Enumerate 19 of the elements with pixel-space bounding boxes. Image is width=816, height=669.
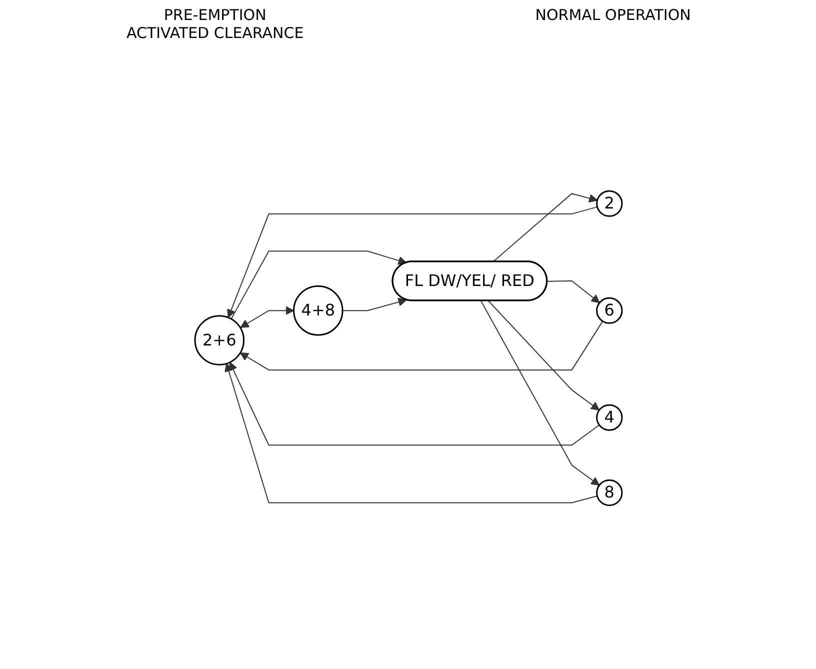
arrow [228, 362, 600, 446]
arrow [240, 306, 294, 328]
arrow [492, 192, 598, 262]
node-circle: 4+8 [292, 285, 343, 336]
arrow [546, 280, 600, 303]
arrow [230, 250, 406, 320]
note-text: NORMAL OPERATION [535, 6, 691, 26]
note-text: PRE-EMPTION ACTIVATED CLEARANCE [125, 6, 305, 42]
node-circle: 6 [596, 297, 622, 324]
node-circle: 2+6 [194, 314, 244, 366]
arrow [239, 320, 603, 370]
arrow [224, 363, 598, 504]
arrow [226, 206, 598, 318]
arrow [487, 300, 600, 410]
arrow [480, 300, 600, 486]
node-circle: 8 [596, 479, 622, 506]
arrow [342, 298, 406, 311]
node-circle: 4 [596, 404, 622, 431]
node-circle: 2 [596, 190, 622, 217]
